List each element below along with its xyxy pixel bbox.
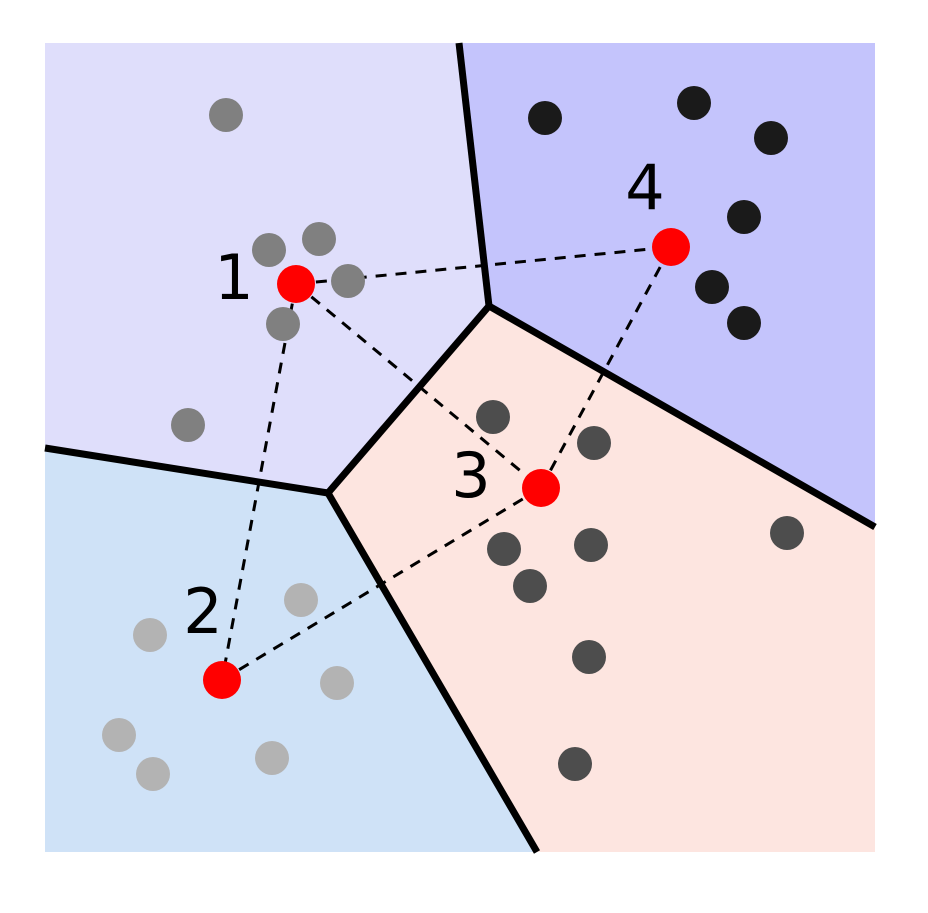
data-point <box>255 741 289 775</box>
voronoi-boundary-2-3 <box>324 491 541 854</box>
cluster-label-1: 1 <box>214 241 253 314</box>
centroid-marker-4[interactable] <box>652 228 690 266</box>
centroid-marker-2[interactable] <box>203 661 241 699</box>
data-point <box>677 86 711 120</box>
centroid-connector-1-3 <box>295 282 542 490</box>
data-point <box>770 516 804 550</box>
cluster-label-layer: 1 2 3 4 <box>183 151 664 648</box>
data-point <box>171 408 205 442</box>
cluster-label-3: 3 <box>451 439 490 512</box>
centroid-layer <box>203 228 690 699</box>
data-point <box>266 307 300 341</box>
data-point <box>284 583 318 617</box>
centroid-connector-1-2 <box>220 283 298 681</box>
data-point <box>754 121 788 155</box>
data-point <box>695 270 729 304</box>
data-point-layer <box>102 86 804 791</box>
data-point <box>558 747 592 781</box>
data-point <box>513 569 547 603</box>
data-point <box>209 98 243 132</box>
data-point <box>133 618 167 652</box>
data-point <box>577 426 611 460</box>
voronoi-boundary-1-3 <box>325 303 492 496</box>
centroid-connector-2-3 <box>221 486 542 682</box>
cluster-label-4: 4 <box>625 151 664 224</box>
voronoi-region-cluster-2 <box>45 448 537 852</box>
data-point <box>331 264 365 298</box>
data-point <box>574 528 608 562</box>
data-point <box>102 718 136 752</box>
centroid-marker-1[interactable] <box>277 265 315 303</box>
voronoi-boundary-3-4 <box>487 302 877 531</box>
data-point <box>320 666 354 700</box>
voronoi-region-cluster-3 <box>328 306 875 852</box>
data-point <box>487 532 521 566</box>
region-layer <box>45 43 875 852</box>
data-point <box>476 400 510 434</box>
voronoi-boundary-1-4 <box>455 42 493 307</box>
centroid-marker-3[interactable] <box>522 469 560 507</box>
data-point <box>727 200 761 234</box>
voronoi-region-cluster-1 <box>45 43 489 493</box>
data-point <box>136 757 170 791</box>
cluster-label-2: 2 <box>183 575 222 648</box>
centroid-connector-3-4 <box>539 246 673 489</box>
data-point <box>252 233 286 267</box>
boundary-layer <box>44 42 877 854</box>
data-point <box>572 640 606 674</box>
voronoi-boundary-1-2 <box>44 444 329 497</box>
data-point <box>302 222 336 256</box>
connector-layer <box>220 245 673 682</box>
voronoi-region-cluster-4 <box>459 43 875 527</box>
data-point <box>528 101 562 135</box>
data-point <box>727 306 761 340</box>
